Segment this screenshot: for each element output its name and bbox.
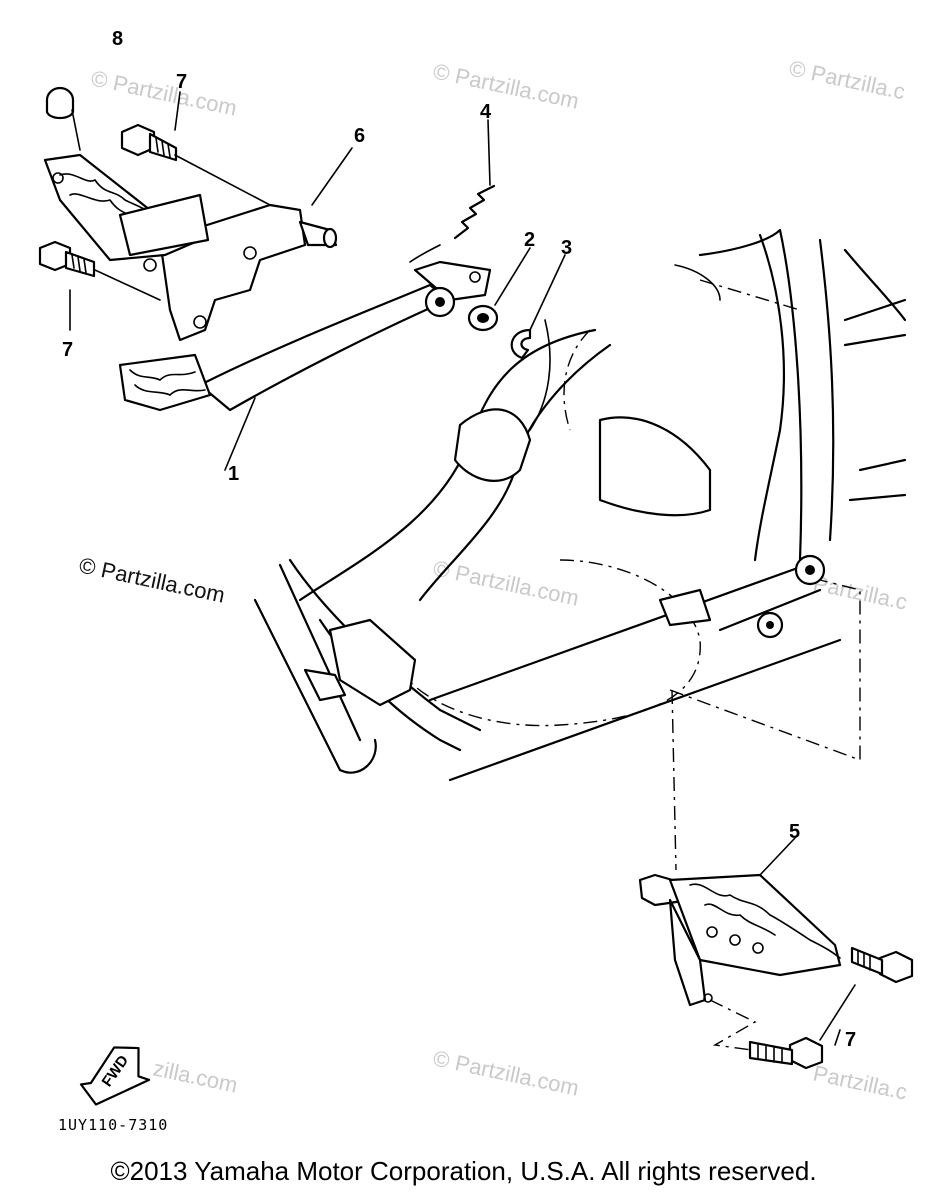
nut: [45, 86, 75, 120]
bolt: [748, 1036, 824, 1070]
callouts: 1 2 3 4 5 6 7 7 7 8: [62, 28, 856, 1051]
callout-4: 4: [480, 101, 492, 123]
bolt: [120, 123, 178, 162]
leaders-upper: [69, 91, 566, 471]
callout-6: 6: [354, 125, 365, 147]
copyright-notice: ©2013 Yamaha Motor Corporation, U.S.A. A…: [110, 1156, 817, 1186]
callout-1: 1: [228, 463, 239, 485]
callout-7-top: 7: [176, 71, 187, 93]
bolt: [850, 946, 914, 984]
frame: [253, 228, 907, 782]
watermark: Partzilla.c: [811, 1060, 909, 1104]
washer: [467, 304, 499, 332]
watermark: © Partzilla.com: [89, 65, 239, 120]
bolt: [38, 240, 96, 278]
fwd-arrow-icon: FWD: [79, 1046, 151, 1106]
watermark: © Partzilla.com: [431, 1045, 581, 1100]
brake-pedal: [118, 260, 492, 412]
callout-7-right: 7: [845, 1029, 856, 1051]
watermark-dark: © Partzilla.com: [77, 552, 227, 607]
watermark: © Partzilla.com: [431, 555, 581, 610]
leaders-lower: [709, 984, 856, 1051]
callout-2: 2: [524, 229, 535, 251]
watermark: zilla.com: [151, 1055, 240, 1097]
diagram-code: 1UY110-7310: [58, 1116, 168, 1134]
clip: [510, 328, 532, 360]
watermark: © Partzilla.com: [431, 58, 581, 113]
upper-footpeg: [43, 153, 210, 262]
spring: [409, 184, 496, 263]
right-footpeg: [638, 579, 861, 1007]
callout-5: 5: [789, 821, 800, 843]
callout-8: 8: [112, 28, 123, 50]
watermark: © Partzilla.c: [787, 55, 907, 104]
callout-7-left: 7: [62, 339, 73, 361]
callout-3: 3: [561, 237, 572, 259]
